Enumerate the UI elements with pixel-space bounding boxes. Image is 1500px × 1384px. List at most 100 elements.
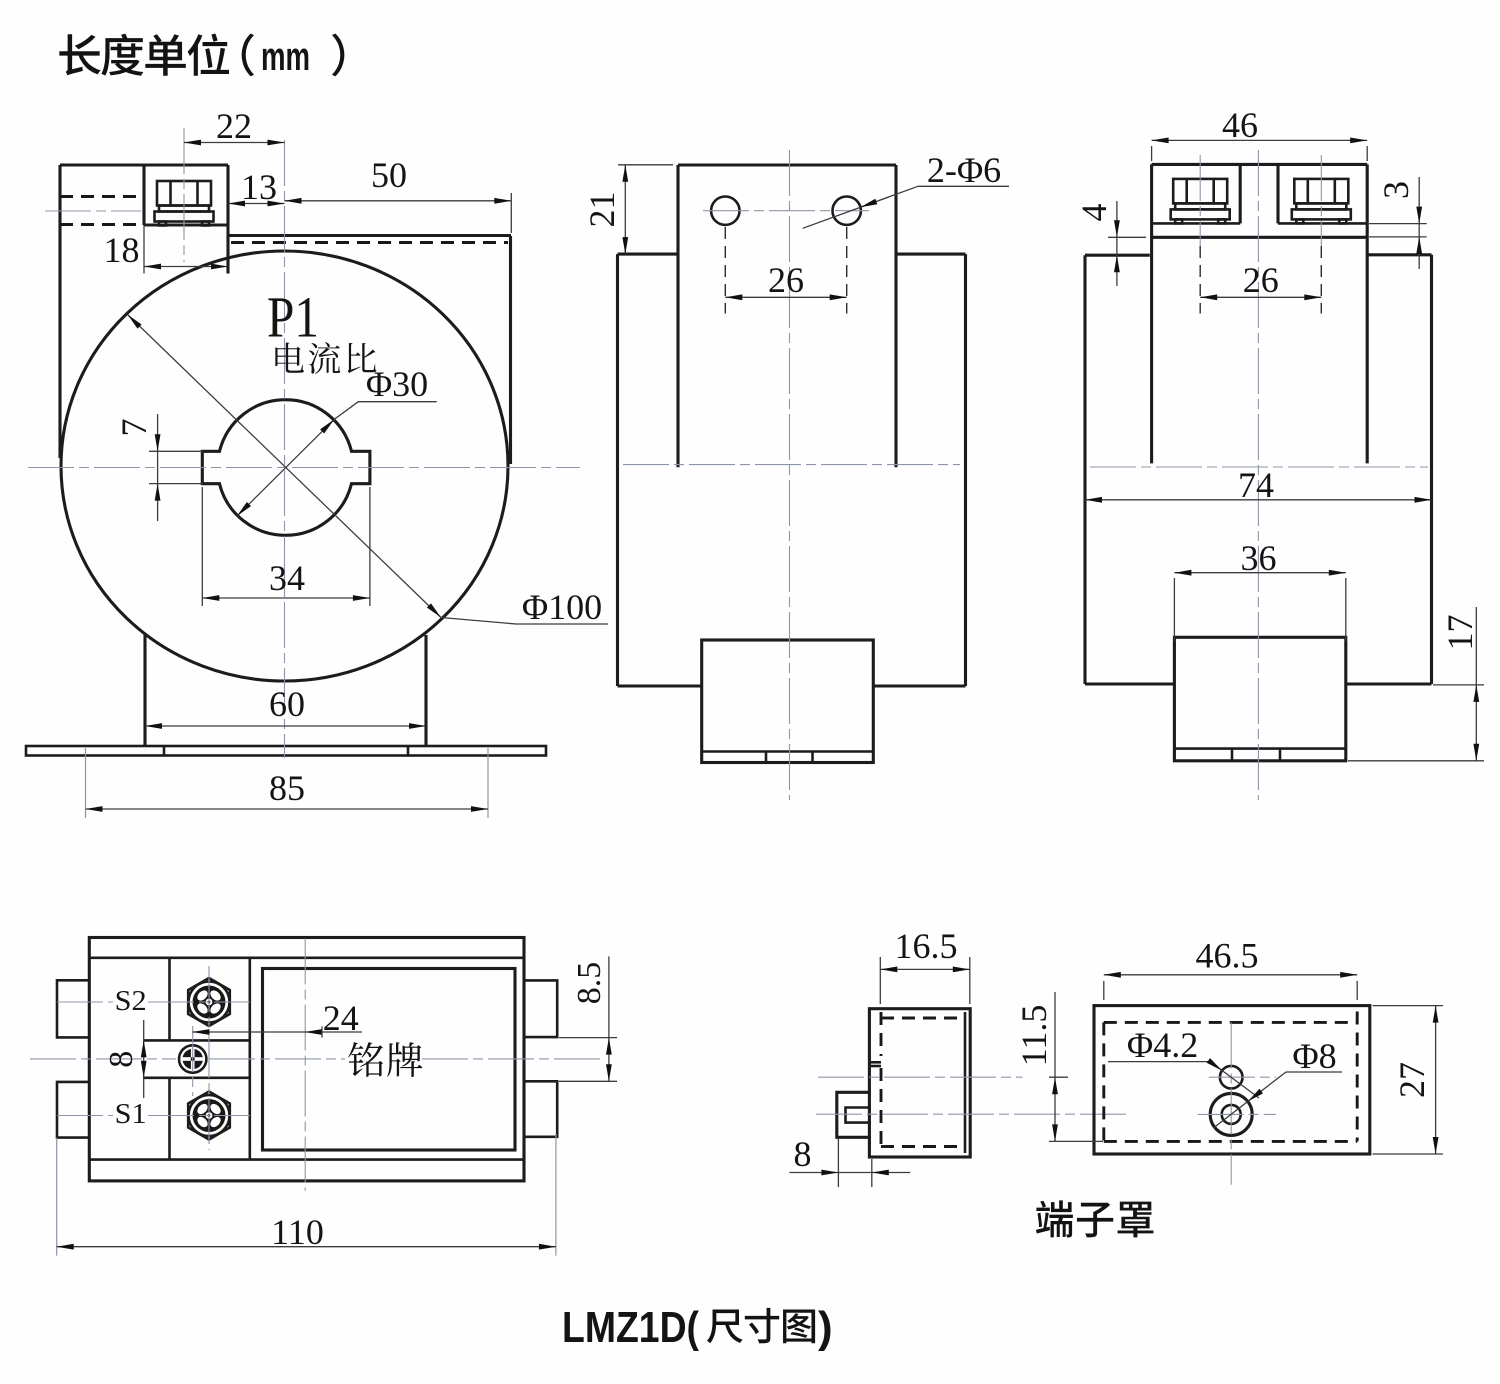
dim-arrow [1247,1088,1263,1102]
dim-arrow [1350,137,1368,144]
dim-arrow [1416,236,1423,254]
terminal-screw-s2-petal [197,990,208,1001]
cjk-glyph [308,342,341,374]
cjk-glyph [331,33,345,77]
dim-arrow [85,806,103,812]
label-nameplate [348,1042,423,1078]
dim-arrow [127,314,142,329]
dia-line-100 [127,314,442,618]
dim-arrow [1304,294,1322,301]
dim-d60: 60 [269,684,305,724]
dim-d21: 21 [582,192,622,228]
dim-arrow [320,419,335,434]
dim-d27: 27 [1392,1062,1432,1098]
dim-arrow [236,502,251,517]
cover-outline [1092,1004,1372,1156]
title-close: ) [818,1303,833,1352]
dim-arrow [56,1243,74,1250]
dim-arrow [606,1037,612,1055]
dim-arrow [880,966,898,973]
cjk-glyph [783,1309,816,1344]
dim-arrow [352,595,370,601]
cjk-glyph [1117,1201,1154,1238]
dim-arrow [860,198,878,208]
side-tab [55,1080,90,1139]
cjk-glyph [187,33,230,76]
dim-dia8: Φ8 [1292,1036,1336,1076]
dim-d26: 26 [768,260,804,300]
cjk-glyph [1076,1202,1114,1238]
bottom-terminal-block [1172,635,1348,763]
cjk-glyph [275,342,304,373]
dim-arrow [140,1060,147,1078]
dim-arrow [140,1040,147,1058]
dim-arrow [1114,255,1120,273]
dim-d22: 22 [216,106,252,146]
screw-foot [1173,218,1184,225]
dim-d34: 34 [269,558,305,598]
screw-foot [1295,218,1305,225]
dim-arrow [1174,569,1192,576]
dim-arrow [154,434,161,452]
title-cjk [707,1307,816,1344]
dim-d46_5: 46.5 [1196,936,1259,976]
cjk-glyph [744,1307,780,1344]
dim-d13: 13 [241,167,277,207]
dim-arrow [184,139,201,146]
cjk-glyph [707,1309,743,1344]
cjk-glyph [387,1042,423,1078]
dim-d16_5: 16.5 [895,926,958,966]
terminal-screw-s1-petal [210,1103,221,1115]
dim-d24: 24 [323,998,359,1038]
cover-front-view: Φ4.2 Φ8 46.5 27 11.5 [1014,936,1443,1238]
end-view: 46 4 3 26 74 36 17 [1074,105,1484,800]
dim-arrow [284,197,302,204]
dim-d110: 110 [271,1212,324,1252]
cjk-glyph [1035,1200,1073,1238]
latch-hook-inner [844,1106,871,1124]
unit-note-paren-close [331,33,345,77]
bottom-terminal-block [700,638,875,765]
dim-dia100: Φ100 [522,587,602,627]
label-cover [1035,1200,1154,1238]
dim-arrow [202,595,220,601]
screw-foot [1338,218,1348,225]
title-latin: LMZ1D( [562,1303,699,1352]
annotations: mm LMZ1D( ) [59,33,833,1352]
side-tab [55,979,90,1039]
dim-d17: 17 [1440,615,1480,651]
unit-note-cjk [59,33,230,76]
label-s2: S2 [115,985,147,1017]
dim-arrow [1432,1137,1439,1154]
dim-arrow [267,139,285,146]
dim-arrow [821,1169,839,1176]
dim-d8: 8 [103,1051,140,1068]
dim-arrow [1052,1077,1058,1095]
dim-arrow [1052,1124,1058,1142]
screw-foot [157,220,168,227]
dim-arrow [267,200,285,207]
dim-arrow [1473,684,1480,702]
unit-note-mm: mm [261,35,310,79]
dim-arrow [1151,137,1169,144]
dim-arrow [471,806,488,812]
dim-arrow [494,197,512,204]
dim-d7: 7 [114,419,154,437]
terminal-screw-s1-petal [210,1116,221,1128]
dim-d11_5: 11.5 [1014,1005,1054,1067]
dim-arrow [829,294,847,301]
cjk-glyph [241,33,255,77]
side-tab [524,1080,559,1139]
label-current-ratio [275,342,377,374]
leader-dia30 [333,401,437,420]
leader-2phi6 [802,185,919,229]
side-tab [524,979,559,1039]
dim-d3: 3 [1376,181,1416,199]
terminal-screw-s2-petal [210,990,221,1001]
dim-arrow [538,1243,556,1250]
cover-side-view: 16.5 8 [789,926,1128,1187]
dim-arrow [725,294,743,301]
dim-arrow [145,723,162,729]
terminal-screw-s2-petal [210,1003,221,1014]
leader-dia100 [440,616,608,625]
